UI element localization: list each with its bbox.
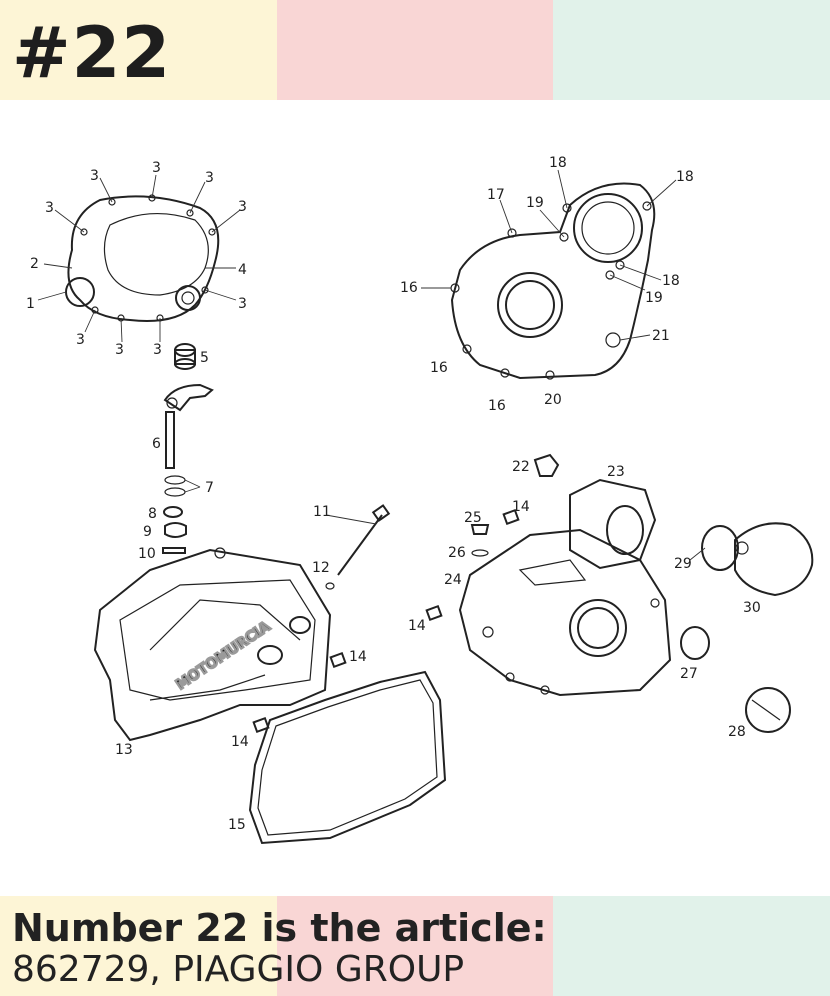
part-14-pins (252, 508, 520, 734)
label-3: 3 (238, 296, 247, 312)
label-28: 28 (728, 724, 746, 740)
label-14: 14 (231, 734, 249, 750)
label-27: 27 (680, 666, 698, 682)
label-12: 12 (312, 560, 330, 576)
part-15-gasket (248, 670, 447, 845)
label-14: 14 (408, 618, 426, 634)
label-9: 9 (143, 524, 152, 540)
label-3: 3 (238, 199, 247, 215)
part-5-cap (174, 343, 196, 370)
label-17: 17 (487, 187, 505, 203)
label-5: 5 (200, 350, 209, 366)
label-3: 3 (76, 332, 85, 348)
part-labels: 1 2 3 3 3 3 3 4 3 3 3 3 5 6 7 8 9 10 11 … (26, 155, 761, 833)
label-26: 26 (448, 545, 466, 561)
label-23: 23 (607, 464, 625, 480)
page-title: #22 (12, 12, 172, 94)
label-16: 16 (488, 398, 506, 414)
parts-7-10 (162, 475, 187, 554)
part-11-dipstick (325, 504, 391, 590)
label-19: 19 (526, 195, 544, 211)
label-3: 3 (205, 170, 214, 186)
part-23-24-cover (458, 478, 672, 697)
label-16: 16 (400, 280, 418, 296)
label-10: 10 (138, 546, 156, 562)
header-band-pink (277, 0, 553, 100)
label-18: 18 (662, 273, 680, 289)
footer-band-mint (553, 896, 830, 996)
label-16: 16 (430, 360, 448, 376)
header-band-mint (553, 0, 830, 100)
label-1: 1 (26, 296, 35, 312)
label-25: 25 (464, 510, 482, 526)
label-3: 3 (45, 200, 54, 216)
label-8: 8 (148, 506, 157, 522)
footer-band (0, 896, 830, 996)
label-14: 14 (349, 649, 367, 665)
label-19: 19 (645, 290, 663, 306)
part-27-30 (680, 522, 814, 733)
label-15: 15 (228, 817, 246, 833)
label-29: 29 (674, 556, 692, 572)
label-3: 3 (115, 342, 124, 358)
label-11: 11 (313, 504, 331, 520)
label-24: 24 (444, 572, 462, 588)
label-3: 3 (90, 168, 99, 184)
header-band-yellow (0, 0, 277, 100)
clutch-cover (65, 194, 220, 322)
label-3: 3 (153, 342, 162, 358)
label-13: 13 (115, 742, 133, 758)
label-22: 22 (512, 459, 530, 475)
footer-band-yellow (0, 896, 277, 996)
label-14: 14 (512, 499, 530, 515)
part-22-plug (533, 453, 560, 477)
article-caption: Number 22 is the article: (12, 906, 547, 950)
article-number: 862729, PIAGGIO GROUP (12, 949, 465, 990)
part-6-shaft (163, 383, 214, 469)
alternator-cover (450, 182, 656, 380)
part-25-26 (470, 524, 490, 557)
label-7: 7 (205, 480, 214, 496)
label-3: 3 (152, 160, 161, 176)
part-13-crankcase (93, 547, 332, 742)
label-30: 30 (743, 600, 761, 616)
label-18: 18 (676, 169, 694, 185)
label-2: 2 (30, 256, 39, 272)
leader-lines (37, 169, 706, 561)
label-20: 20 (544, 392, 562, 408)
header-band (0, 0, 830, 100)
label-4: 4 (238, 262, 247, 278)
label-18: 18 (549, 155, 567, 171)
footer-band-pink (277, 896, 553, 996)
label-6: 6 (152, 436, 161, 452)
parts-diagram: MOTOMURCIA (26, 155, 814, 845)
label-21: 21 (652, 328, 670, 344)
